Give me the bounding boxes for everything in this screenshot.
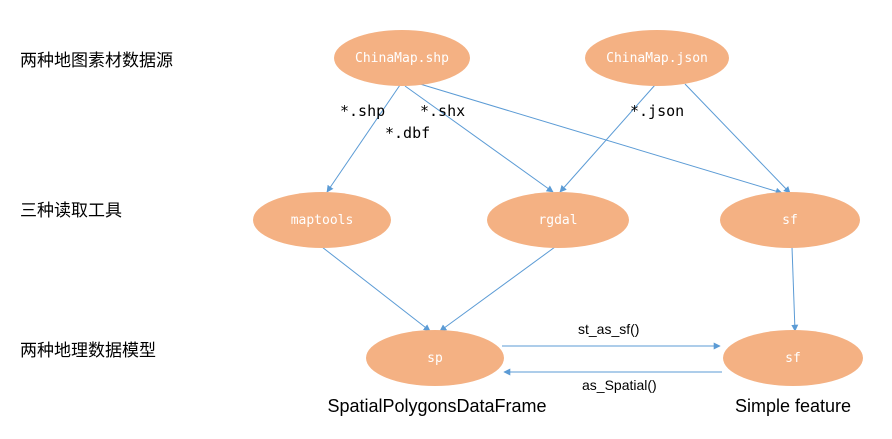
node-rgdal-label: rgdal bbox=[538, 213, 577, 228]
node-maptools-label: maptools bbox=[291, 213, 354, 228]
edge-maptools-sp bbox=[321, 246, 431, 332]
edge-shp-sf bbox=[419, 83, 783, 195]
edge-json-sf bbox=[684, 83, 791, 194]
caption-spatial-polygons-dataframe: SpatialPolygonsDataFrame bbox=[327, 396, 546, 416]
node-sf-tool[interactable]: sf bbox=[720, 192, 860, 248]
node-sp-label: sp bbox=[427, 351, 443, 366]
node-sf-model-label: sf bbox=[785, 351, 801, 366]
edge-label-shp: *.shp bbox=[340, 102, 385, 120]
edge-shp-maptools bbox=[326, 84, 401, 193]
edge-label-dbf: *.dbf bbox=[385, 124, 430, 142]
row-label-sources: 两种地图素材数据源 bbox=[20, 51, 173, 71]
node-chinamap-shp-label: ChinaMap.shp bbox=[355, 51, 449, 66]
edge-sf-sftool-model bbox=[791, 246, 799, 332]
edge-label-st-as-sf: st_as_sf() bbox=[578, 321, 639, 337]
node-sp[interactable]: sp bbox=[366, 330, 504, 386]
edge-rgdal-sp bbox=[439, 246, 556, 332]
edge-shp-rgdal bbox=[404, 85, 554, 193]
node-sf-tool-label: sf bbox=[782, 213, 798, 228]
edge-json-rgdal bbox=[559, 84, 656, 193]
edge-label-as-spatial: as_Spatial() bbox=[582, 377, 657, 393]
node-chinamap-json-label: ChinaMap.json bbox=[606, 51, 708, 66]
edge-label-json: *.json bbox=[630, 102, 684, 120]
row-label-tools: 三种读取工具 bbox=[20, 201, 122, 221]
row-label-models: 两种地理数据模型 bbox=[20, 341, 156, 361]
node-maptools[interactable]: maptools bbox=[253, 192, 391, 248]
edge-label-shx: *.shx bbox=[420, 102, 465, 120]
node-rgdal[interactable]: rgdal bbox=[487, 192, 629, 248]
node-sf-model[interactable]: sf bbox=[723, 330, 863, 386]
node-chinamap-shp[interactable]: ChinaMap.shp bbox=[334, 30, 470, 86]
edges bbox=[321, 83, 799, 376]
caption-simple-feature: Simple feature bbox=[735, 396, 851, 416]
node-chinamap-json[interactable]: ChinaMap.json bbox=[585, 30, 729, 86]
